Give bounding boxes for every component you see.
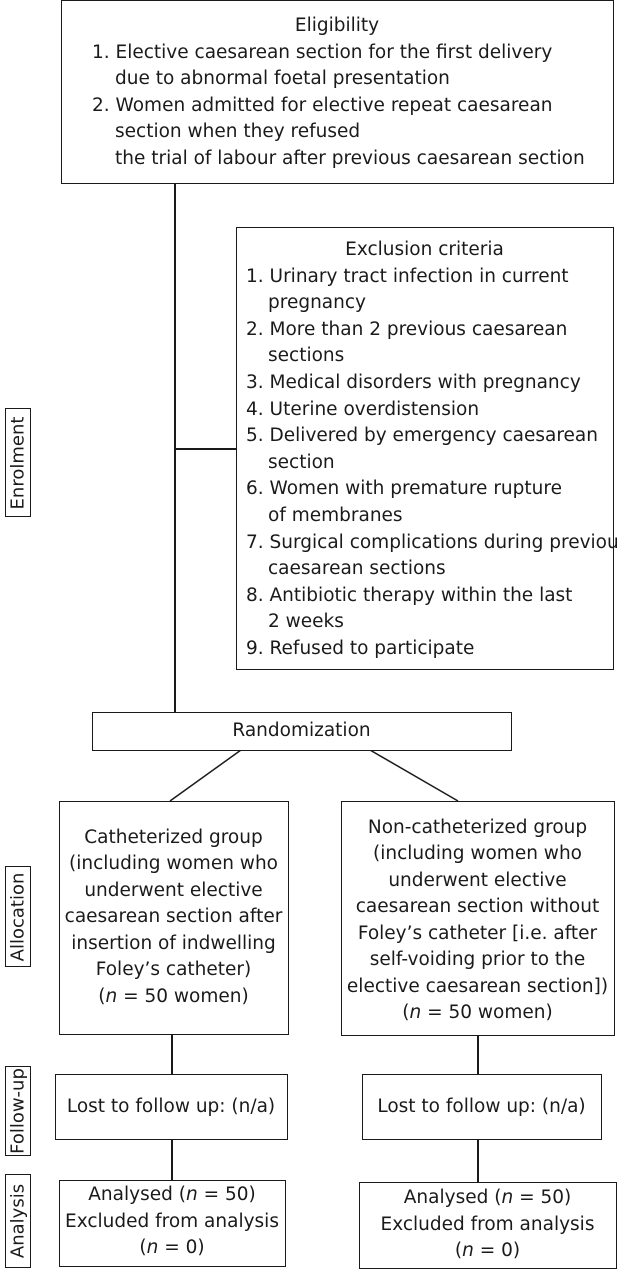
connector-right-followup-to-analysis: [477, 1139, 479, 1182]
noncatheterized-line: caesarean section without: [355, 896, 600, 917]
analysis-right-excl-suffix: = 0): [473, 1240, 521, 1261]
noncatheterized-line: Foley’s catheter [i.e. after: [357, 923, 598, 944]
randomization-box: Randomization: [92, 712, 512, 751]
eligibility-item-2-line-3: the trial of labour after previous caesa…: [115, 148, 585, 169]
exclusion-line: 5. Delivered by emergency caesarean: [246, 425, 598, 446]
stage-label-followup: Follow-up: [5, 1066, 31, 1156]
exclusion-line: of membranes: [268, 505, 403, 526]
stage-label-analysis: Analysis: [5, 1174, 31, 1268]
connector-to-exclusion: [174, 448, 237, 450]
followup-left-text: Lost to follow up: (n/a): [66, 1096, 276, 1117]
analysis-left-excl-n-symbol: n: [146, 1237, 159, 1258]
branch-line-right: [369, 749, 459, 802]
analysis-right-excl-open: (: [454, 1240, 463, 1261]
catheterized-line: Foley’s catheter): [95, 959, 252, 980]
eligibility-title: Eligibility: [294, 15, 380, 36]
exclusion-line: 4. Uterine overdistension: [246, 399, 480, 420]
randomization-label: Randomization: [232, 720, 371, 741]
noncatheterized-line: (including women who: [373, 843, 582, 864]
analysis-left-excl-suffix: = 0): [158, 1237, 205, 1258]
stage-label-enrolment-text: Enrolment: [7, 416, 29, 509]
catheterized-n-open: (: [98, 986, 106, 1007]
noncatheterized-line: Non-catheterized group: [367, 817, 588, 838]
noncatheterized-n-symbol: n: [409, 1002, 422, 1023]
catheterized-line: insertion of indwelling: [71, 933, 276, 954]
eligibility-box: Eligibility 1. Elective caesarean sectio…: [61, 0, 614, 184]
catheterized-line: Catheterized group: [84, 827, 263, 848]
stage-label-allocation: Allocation: [5, 866, 31, 967]
analysis-right-excl-n-symbol: n: [462, 1240, 474, 1261]
stage-label-followup-text: Follow-up: [7, 1068, 29, 1154]
stage-label-enrolment: Enrolment: [5, 408, 31, 517]
analysis-right-excluded: Excluded from analysis: [380, 1214, 595, 1235]
eligibility-item-1-line-1: 1. Elective caesarean section for the fi…: [92, 42, 553, 63]
followup-right-box: Lost to follow up: (n/a): [362, 1074, 602, 1140]
analysis-left-analysed: Analysed (n = 50): [60, 1182, 284, 1209]
exclusion-line: 6. Women with premature rupture: [246, 478, 562, 499]
noncatheterized-n-value: = 50 women): [421, 1002, 553, 1023]
analysis-left-analysed-suffix: = 50): [197, 1184, 256, 1205]
analysis-left-analysed-prefix: Analysed (: [88, 1184, 186, 1205]
analysis-right-analysed-suffix: = 50): [513, 1187, 572, 1208]
catheterized-line: caesarean section after: [64, 906, 283, 927]
analysis-right-analysed-prefix: Analysed (: [403, 1187, 502, 1208]
analysis-left-excl-open: (: [139, 1237, 147, 1258]
analysis-right-n-symbol: n: [501, 1187, 514, 1208]
catheterized-n-symbol: n: [105, 986, 118, 1007]
analysis-left-excluded-count: (n = 0): [60, 1235, 284, 1262]
noncatheterized-group-box: Non-catheterized group (including women …: [341, 801, 615, 1036]
catheterized-sample-size: (n = 50 women): [60, 984, 287, 1011]
stage-label-allocation-text: Allocation: [7, 872, 29, 961]
exclusion-line: 9. Refused to participate: [246, 638, 475, 659]
stage-label-analysis-text: Analysis: [7, 1183, 29, 1259]
eligibility-item-2-line-1: 2. Women admitted for elective repeat ca…: [92, 95, 553, 116]
analysis-left-box: Analysed (n = 50) Excluded from analysis…: [59, 1180, 286, 1267]
analysis-left-excluded: Excluded from analysis: [65, 1211, 279, 1232]
eligibility-item-2-line-2: section when they refused: [115, 121, 361, 142]
exclusion-title: Exclusion criteria: [345, 239, 504, 260]
exclusion-line: 2. More than 2 previous caesarean: [246, 319, 568, 340]
exclusion-line: sections: [268, 345, 345, 366]
exclusion-line: 3. Medical disorders with pregnancy: [246, 372, 581, 393]
noncatheterized-n-open: (: [402, 1002, 410, 1023]
exclusion-line: 8. Antibiotic therapy within the last: [246, 585, 573, 606]
noncatheterized-sample-size: (n = 50 women): [342, 1000, 613, 1027]
exclusion-line: pregnancy: [268, 292, 366, 313]
connector-left-allocation-to-followup: [171, 1034, 173, 1075]
analysis-right-excluded-count: (n = 0): [360, 1238, 615, 1265]
catheterized-n-value: = 50 women): [117, 986, 249, 1007]
followup-left-box: Lost to follow up: (n/a): [55, 1074, 288, 1140]
exclusion-line: section: [268, 452, 335, 473]
connector-right-allocation-to-followup: [477, 1036, 479, 1075]
exclusion-line: caesarean sections: [268, 558, 446, 579]
exclusion-line: 1. Urinary tract infection in current: [246, 266, 569, 287]
catheterized-group-box: Catheterized group (including women who …: [59, 801, 289, 1035]
followup-right-text: Lost to follow up: (n/a): [377, 1096, 586, 1117]
catheterized-line: underwent elective: [84, 880, 263, 901]
noncatheterized-line: underwent elective: [388, 870, 567, 891]
branch-line-left: [169, 749, 242, 802]
connector-eligibility-to-randomization: [174, 183, 176, 712]
noncatheterized-line: self-voiding prior to the: [369, 949, 586, 970]
exclusion-line: 2 weeks: [268, 611, 344, 632]
exclusion-line: 7. Surgical complications during previou…: [246, 532, 617, 553]
analysis-right-box: Analysed (n = 50) Excluded from analysis…: [359, 1182, 617, 1269]
noncatheterized-line: elective caesarean section]): [346, 976, 609, 997]
catheterized-line: (including women who: [69, 853, 278, 874]
analysis-left-n-symbol: n: [185, 1184, 198, 1205]
connector-left-followup-to-analysis: [171, 1139, 173, 1180]
exclusion-box: Exclusion criteria 1. Urinary tract infe…: [236, 227, 617, 670]
eligibility-item-1-line-2: due to abnormal foetal presentation: [115, 68, 450, 89]
analysis-right-analysed: Analysed (n = 50): [360, 1185, 615, 1212]
